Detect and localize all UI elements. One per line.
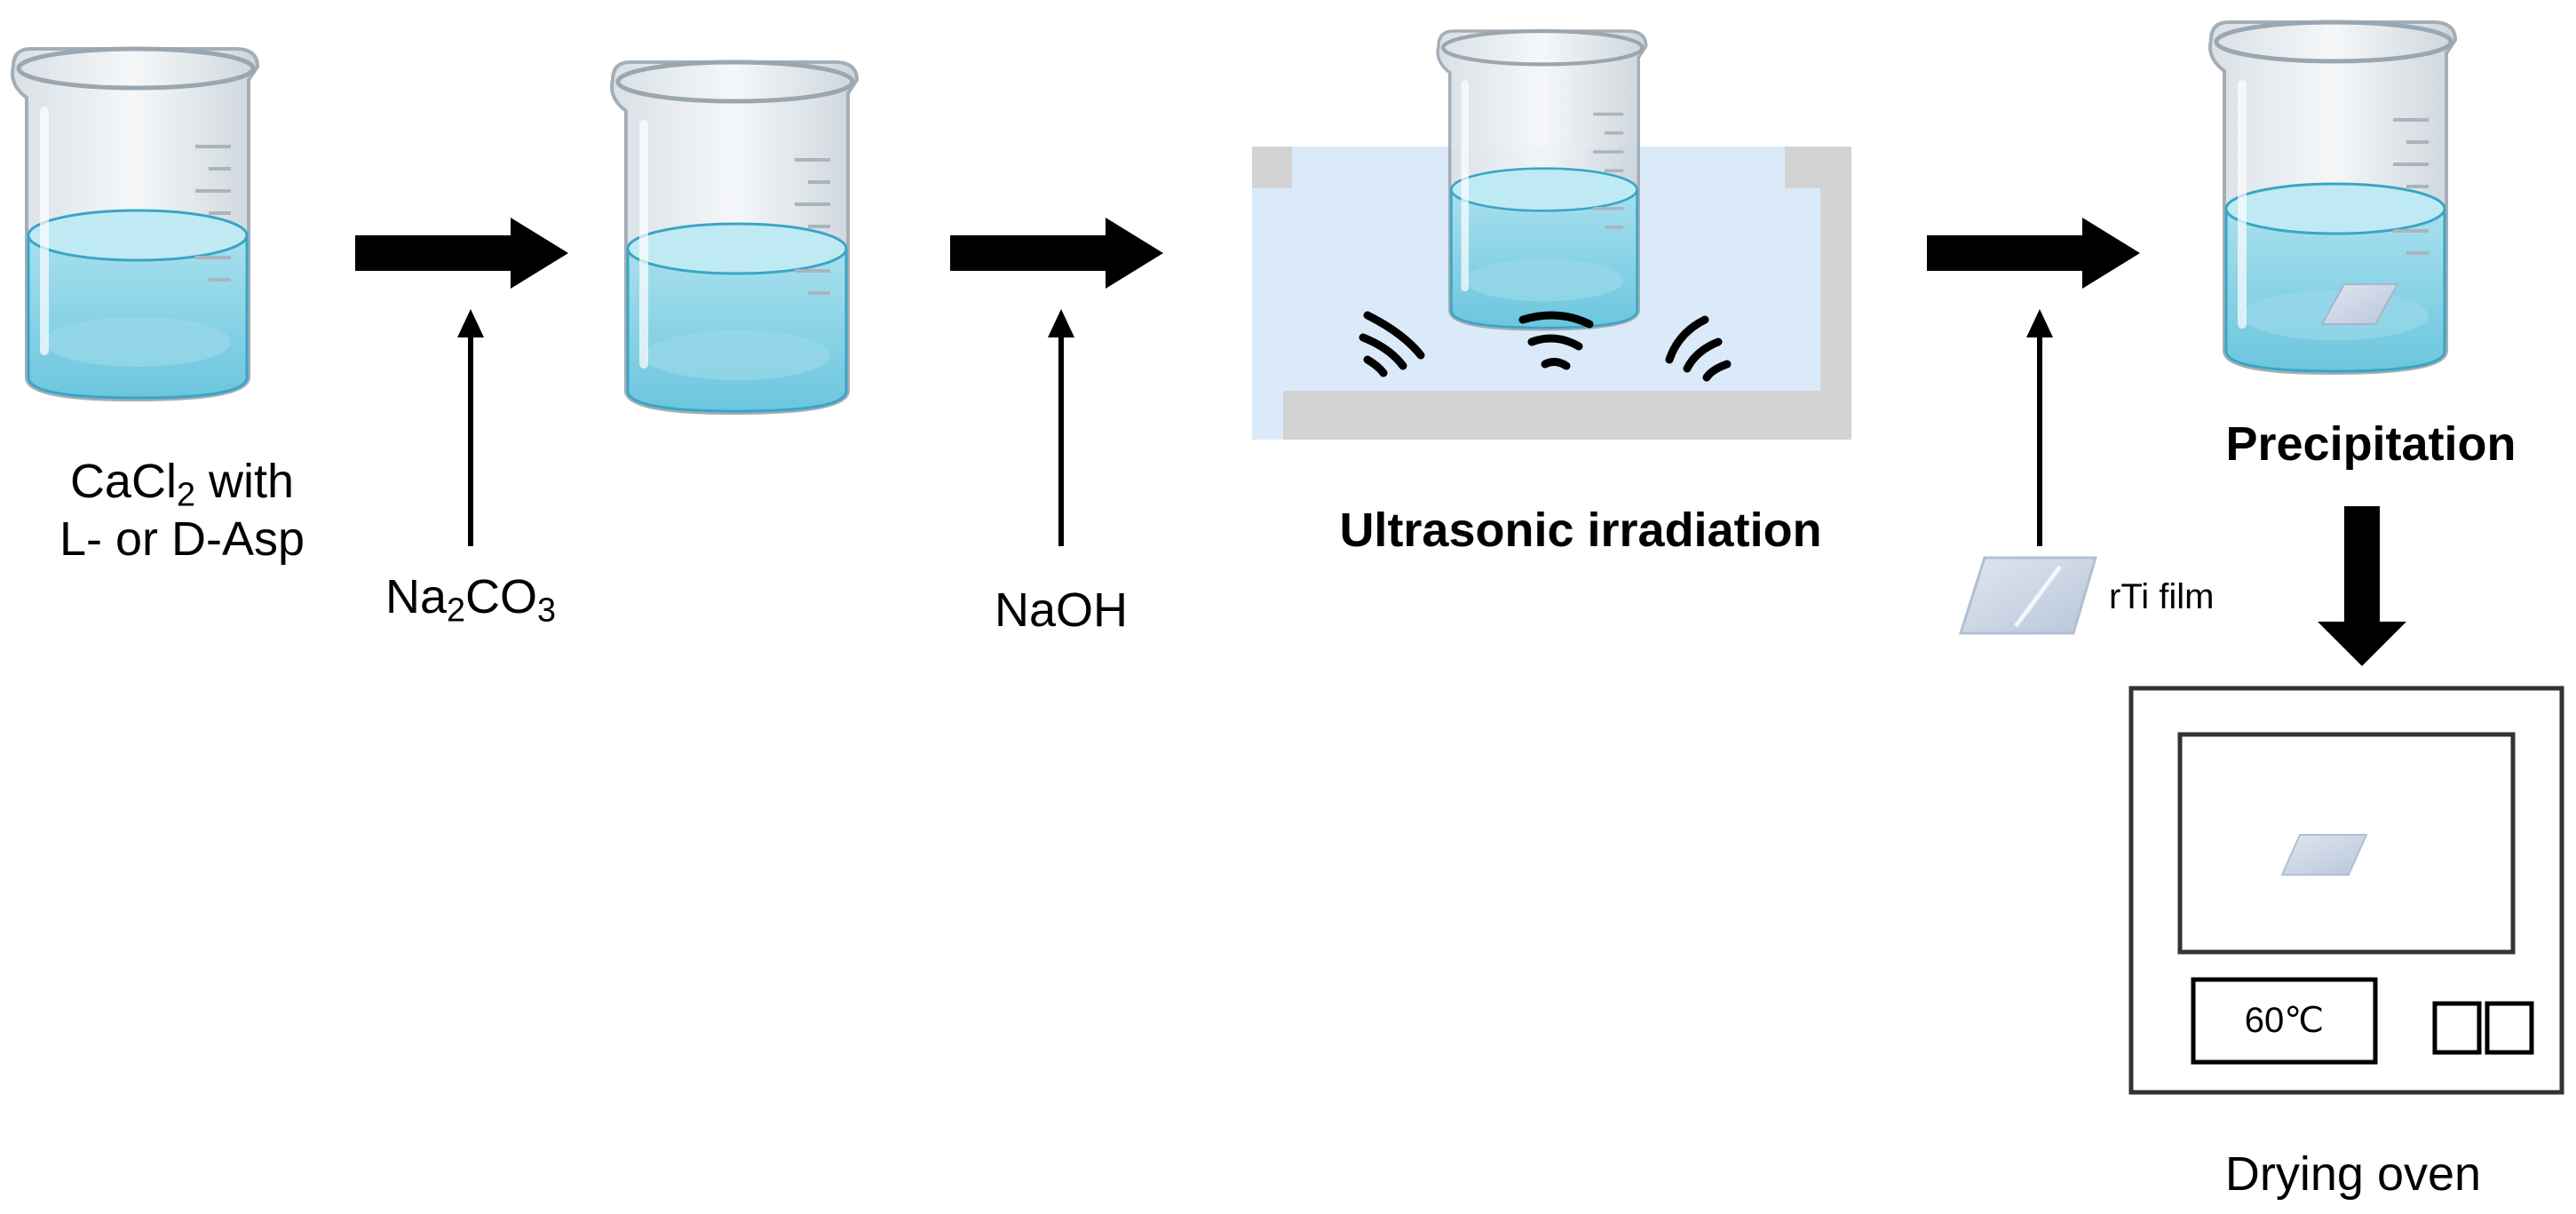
film-in-beaker (2320, 283, 2399, 325)
ultrasonic-waves-icon (1359, 311, 1732, 382)
reagent-arrows (457, 309, 2053, 546)
start-solution-label: CaCl2 with L- or D-Asp (59, 455, 305, 566)
drying-oven (2128, 686, 2564, 1095)
precipitation-label: Precipitation (2225, 417, 2517, 471)
beaker-start (12, 49, 258, 400)
oven-button-left (2432, 1001, 2482, 1055)
beaker-after-na2co3 (612, 62, 857, 413)
na2co3-label: Na2CO3 (384, 570, 557, 630)
naoh-label: NaOH (994, 583, 1129, 637)
film-in-oven (2280, 834, 2368, 876)
rti-film-label: rTi film (2109, 577, 2215, 616)
beaker-in-bath (1438, 31, 1646, 329)
temperature-display (2191, 977, 2378, 1065)
oven-button-right (2485, 1001, 2534, 1055)
drying-oven-label: Drying oven (2224, 1147, 2482, 1201)
ultrasonic-label: Ultrasonic irradiation (1339, 504, 1822, 557)
oven-temperature: 60℃ (2244, 1001, 2325, 1040)
rti-film-icon (1958, 556, 2098, 635)
process-arrows (355, 218, 2406, 666)
